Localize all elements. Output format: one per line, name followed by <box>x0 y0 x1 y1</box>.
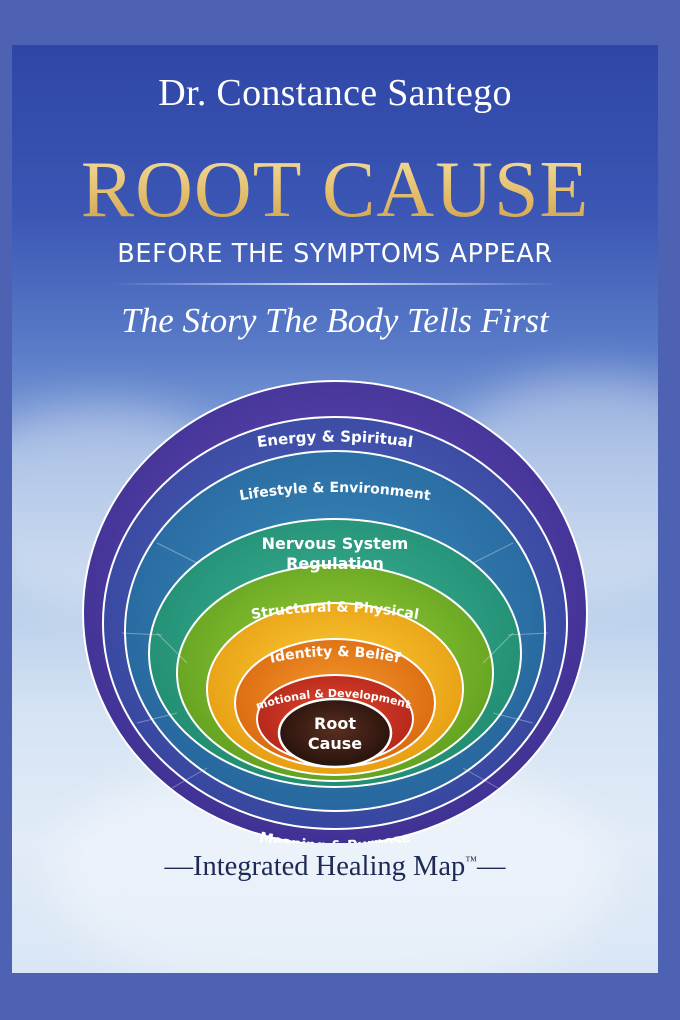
book-title: ROOT CAUSE <box>12 145 658 236</box>
map-segment-lines <box>121 542 549 789</box>
map-core-root-cause <box>277 697 393 769</box>
layer-label-nervous-system: Nervous System <box>262 534 409 553</box>
book-tagline: The Story The Body Tells First <box>121 301 549 340</box>
author-name: Dr. Constance Santego <box>158 72 512 114</box>
layer-label-regulation: Regulation <box>286 554 384 573</box>
layer-label-identity-belief: Identity & Belief <box>268 644 402 667</box>
map-name: —Integrated Healing Map™— <box>12 851 658 883</box>
integrated-healing-map: Energy & Spiritual Lifestyle & Environme… <box>12 363 588 843</box>
map-name-end-dash: — <box>477 851 506 882</box>
divider-line <box>112 283 558 285</box>
map-name-text: —Integrated Healing Map <box>164 851 466 882</box>
core-label-cause: Cause <box>308 734 362 753</box>
core-label-root: Root <box>314 714 356 733</box>
book-cover: Dr. Constance Santego ROOT CAUSE BEFORE … <box>12 45 658 973</box>
trademark-symbol: ™ <box>465 853 477 868</box>
book-subtitle: BEFORE THE SYMPTOMS APPEAR <box>117 239 553 269</box>
layer-label-structural-physical: Structural & Physical <box>250 599 420 623</box>
layer-label-energy-spiritual: Energy & Spiritual <box>256 427 414 451</box>
